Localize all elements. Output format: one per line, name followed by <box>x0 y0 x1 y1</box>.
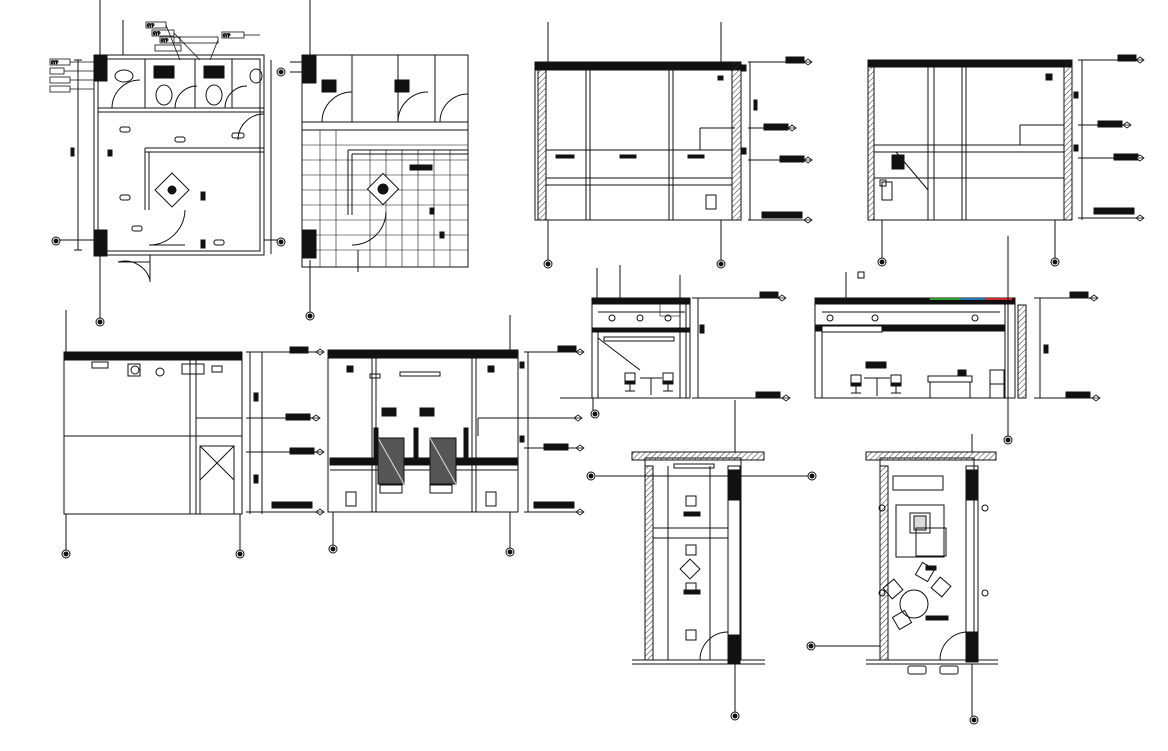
grid-bubble <box>806 641 816 651</box>
grid-bubble <box>877 257 887 267</box>
grid-bubble <box>969 715 979 725</box>
finish-tags: GYP GYP GYP GYP GYP <box>49 21 260 93</box>
grid-bubble <box>51 236 61 246</box>
tag-text: GYP <box>161 38 169 43</box>
grid-bubble <box>235 549 245 559</box>
grid-bubble <box>543 259 553 269</box>
cabin-furniture-plan <box>806 434 998 725</box>
tag-text: GYP <box>223 33 231 38</box>
grid-bubble <box>730 711 740 721</box>
tag-text: GYP <box>51 60 59 65</box>
toilet-elevation-b <box>867 54 1145 267</box>
cabin-reflected-ceiling-plan <box>586 400 817 721</box>
toilet-plan: GYP GYP GYP GYP GYP <box>49 0 286 327</box>
grid-bubble <box>276 237 286 247</box>
grid-bubble <box>586 471 596 481</box>
toilet-elevation-c <box>61 310 325 559</box>
column-block <box>93 229 108 257</box>
toilet-elevation-d <box>327 315 585 557</box>
tag-text: GYP <box>147 23 155 28</box>
column-block <box>93 54 108 82</box>
toilet-reflected-ceiling-plan <box>290 0 469 321</box>
cabin-section-a <box>560 265 791 419</box>
grid-bubble <box>276 67 286 77</box>
grid-bubble <box>716 259 726 269</box>
grid-bubble <box>590 409 600 419</box>
toilet-elevation-a <box>534 22 813 269</box>
grid-bubble <box>61 549 71 559</box>
cabin-section-b <box>814 236 1101 445</box>
grid-bubble <box>305 311 315 321</box>
grid-bubble <box>1003 435 1013 445</box>
grid-bubble <box>95 317 105 327</box>
tag-text: GYP <box>153 31 161 36</box>
grid-bubble <box>1050 257 1060 267</box>
grid-bubble <box>328 544 338 554</box>
grid-bubble <box>807 471 817 481</box>
grid-bubble <box>505 547 515 557</box>
